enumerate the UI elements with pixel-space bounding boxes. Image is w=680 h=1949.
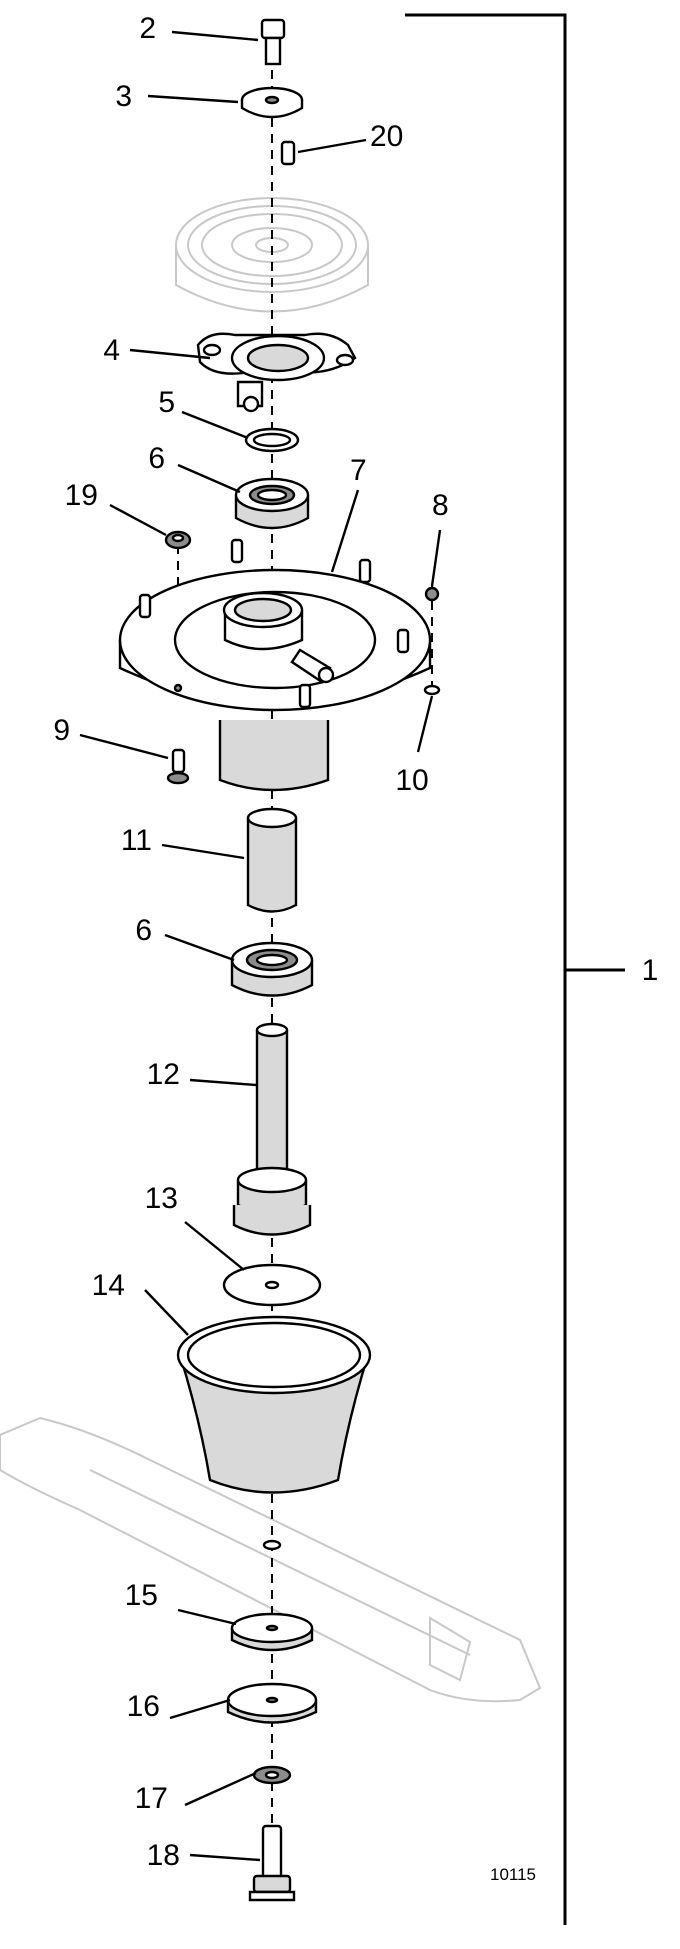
part-5-ring [244, 427, 300, 453]
callout-13: 13 [145, 1182, 178, 1215]
part-19-nut [164, 530, 192, 550]
callout-7: 7 [350, 454, 367, 487]
leader-lines [79, 30, 442, 1862]
part-2-bolt [260, 18, 286, 66]
part-11-spacer [246, 807, 298, 913]
callout-12: 12 [147, 1058, 180, 1091]
part-7-spindle-housing [118, 538, 432, 792]
part-12-shaft [232, 1022, 312, 1236]
callout-1: 1 [642, 954, 659, 987]
callout-3: 3 [115, 80, 132, 113]
callout-6-lower: 6 [135, 914, 152, 947]
callout-5: 5 [158, 386, 175, 419]
part-10-washer [423, 684, 441, 696]
part-3-washer [240, 86, 304, 119]
callout-19: 19 [65, 479, 98, 512]
callout-9: 9 [53, 714, 70, 747]
callout-16: 16 [127, 1690, 160, 1723]
part-8-nut [424, 586, 440, 602]
part-6-bearing-upper [234, 477, 310, 530]
callout-2: 2 [139, 12, 156, 45]
part-6-bearing-lower [230, 941, 314, 997]
callout-15: 15 [125, 1579, 158, 1612]
part-20-pin [280, 140, 296, 166]
figure-number: 10115 [490, 1865, 536, 1884]
callout-10: 10 [395, 764, 428, 797]
part-18-bolt [248, 1824, 296, 1902]
callout-17: 17 [135, 1782, 168, 1815]
part-13-disc [222, 1263, 322, 1307]
callout-11: 11 [121, 824, 152, 857]
part-4-cap [196, 332, 357, 413]
callout-8: 8 [432, 489, 449, 522]
callout-18: 18 [147, 1839, 180, 1872]
callout-labels: 2 3 20 4 5 6 7 8 19 9 10 11 6 12 13 14 1… [53, 12, 658, 1884]
part-15-washer [230, 1612, 314, 1652]
part-14-cup [176, 1315, 372, 1494]
callout-20: 20 [370, 120, 403, 153]
part-9-bolt [166, 748, 190, 785]
callout-14: 14 [92, 1269, 125, 1302]
blade-center-hole [262, 1539, 282, 1551]
part-17-lockwasher [252, 1765, 292, 1785]
blade-phantom [0, 1416, 542, 1703]
assembly-bracket [405, 13, 625, 1925]
callout-6-upper: 6 [148, 442, 165, 475]
part-16-washer [226, 1682, 318, 1724]
callout-4: 4 [103, 334, 120, 367]
